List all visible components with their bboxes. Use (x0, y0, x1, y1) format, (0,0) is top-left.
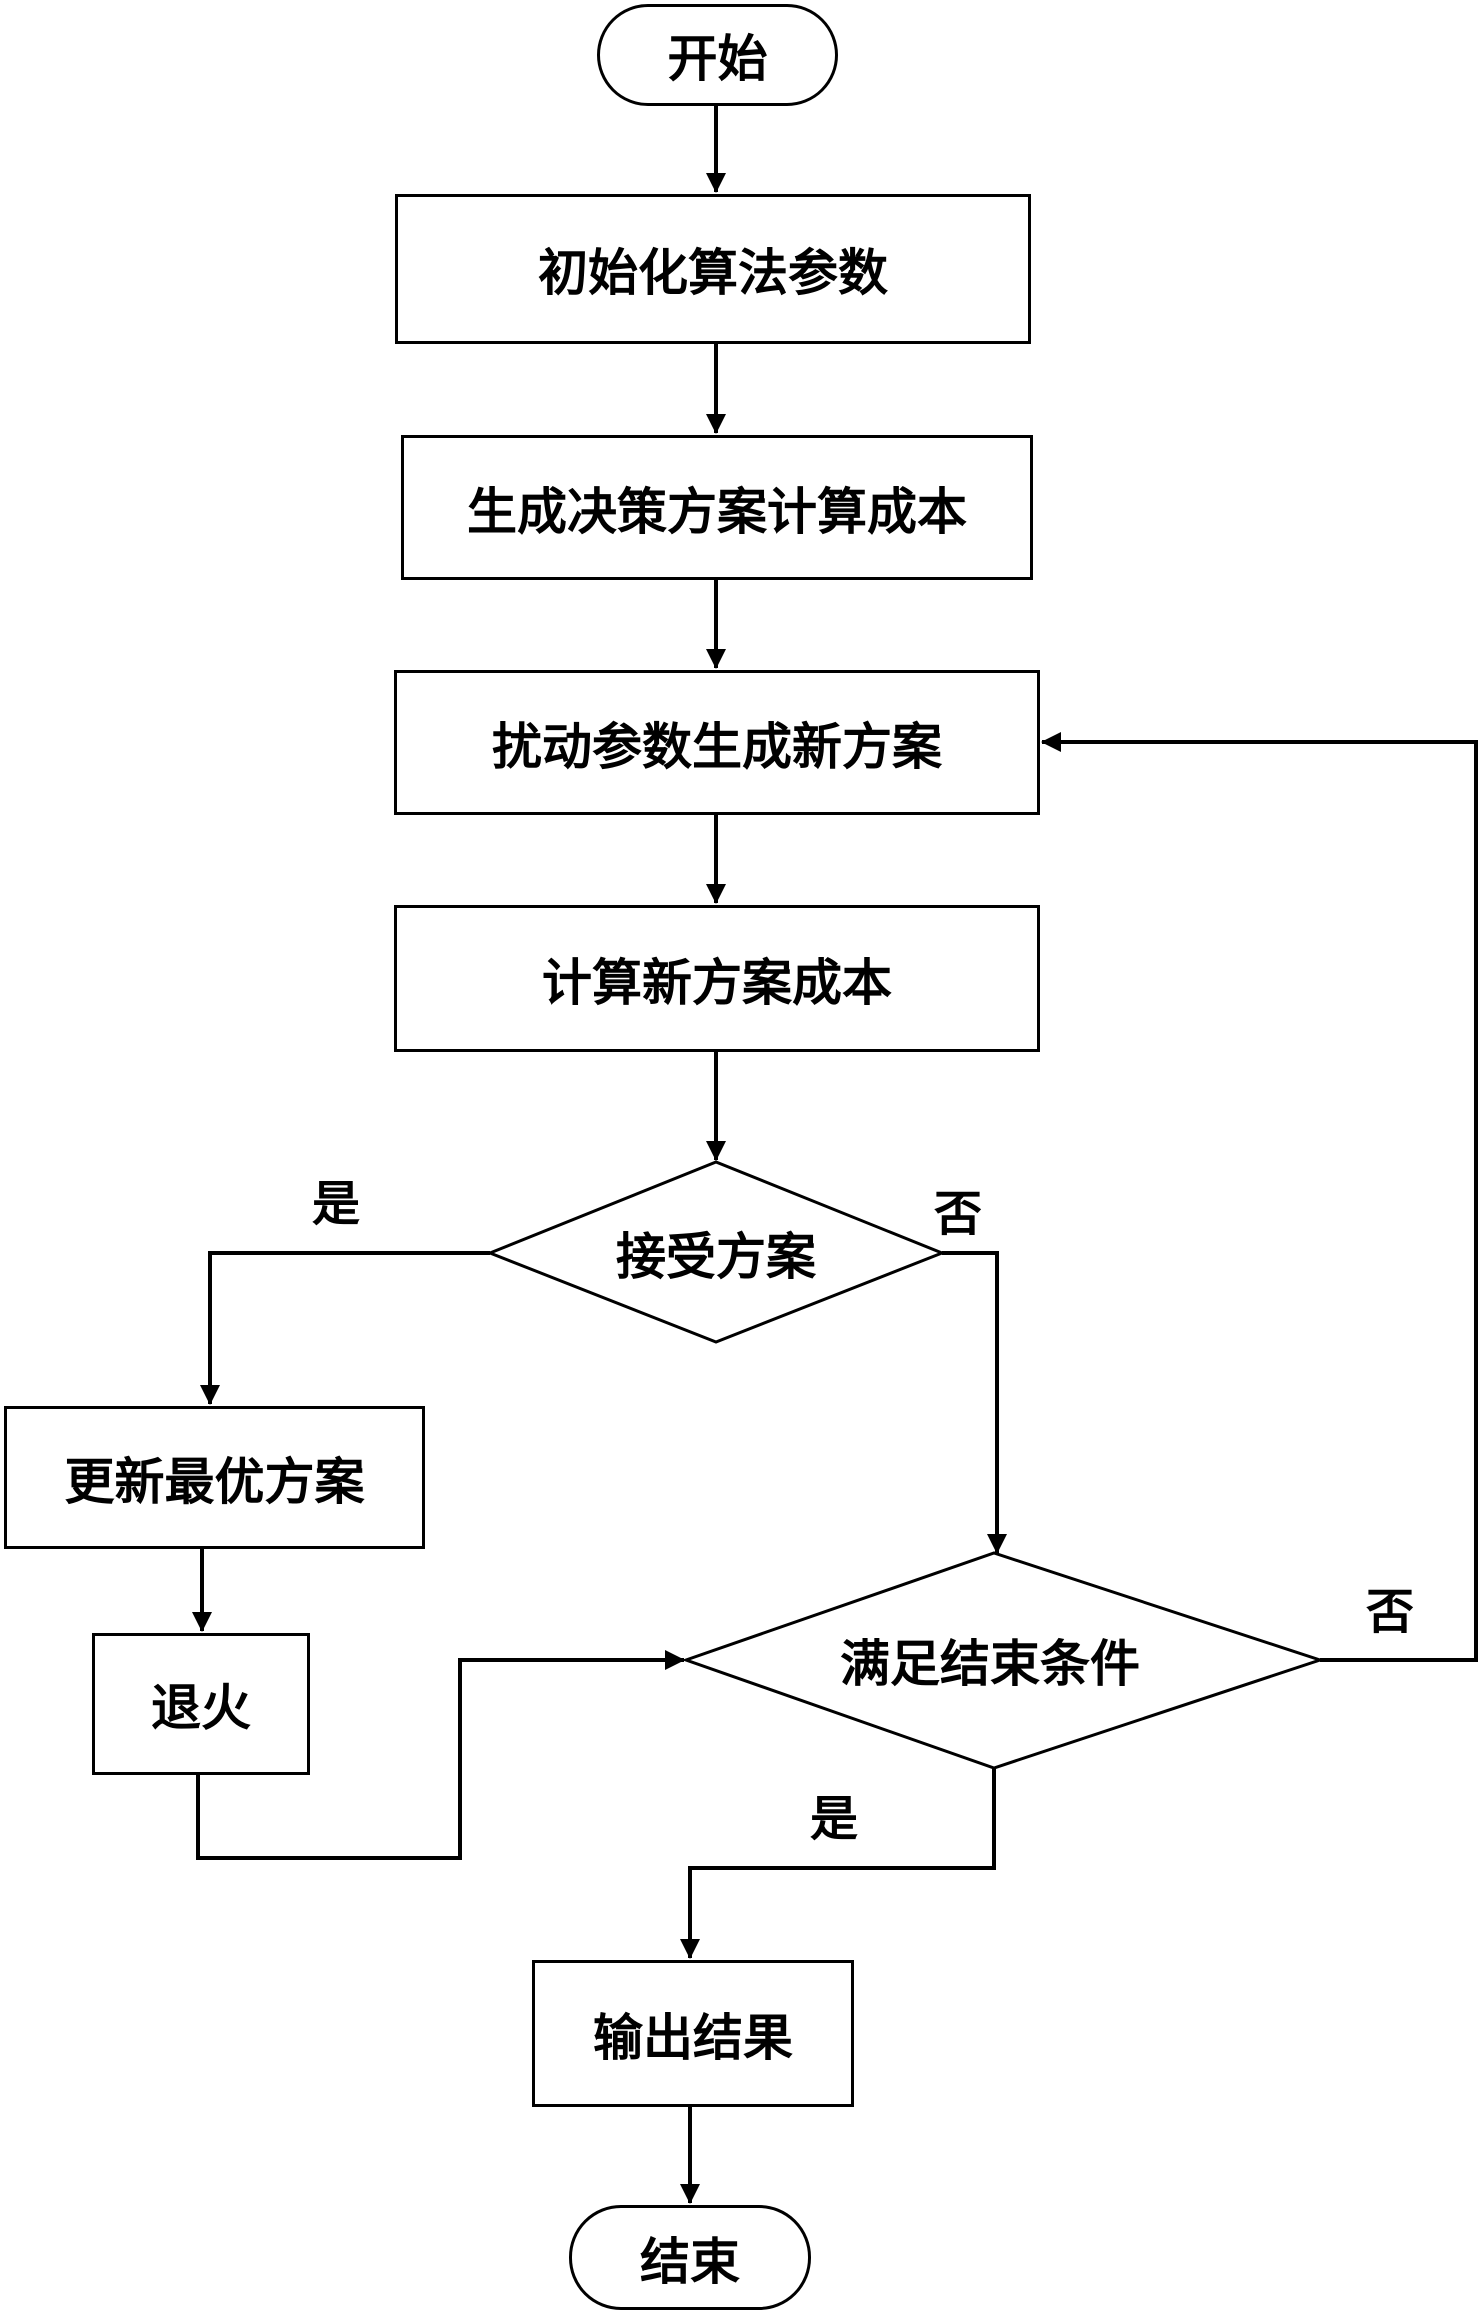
accept-no-label: 否 (934, 1186, 983, 1242)
compute-cost-box: 计算新方案成本 (394, 905, 1040, 1052)
satisfy-no-label: 否 (1366, 1584, 1415, 1640)
start-label: 开始 (667, 29, 768, 88)
accept-decision-label: 接受方案 (616, 1227, 816, 1286)
start-terminal: 开始 (597, 4, 838, 106)
accept-yes-label: 是 (312, 1176, 361, 1232)
output-result-label: 输出结果 (593, 2007, 793, 2067)
generate-plan-box: 生成决策方案计算成本 (401, 435, 1033, 580)
arrow-satisfy-no (1041, 732, 1478, 1662)
arrow-accept-no (942, 1251, 1007, 1554)
generate-plan-label: 生成决策方案计算成本 (467, 481, 967, 541)
satisfy-yes-label: 是 (810, 1791, 859, 1847)
init-params-label: 初始化算法参数 (538, 243, 888, 302)
accept-diamond-shape (485, 1160, 947, 1344)
satisfy-decision-label: 满足结束条件 (840, 1634, 1140, 1693)
output-result-box: 输出结果 (532, 1960, 854, 2107)
anneal-box: 退火 (92, 1633, 310, 1775)
accept-decision: 接受方案 (560, 1213, 872, 1293)
perturb-params-label: 扰动参数生成新方案 (492, 716, 942, 776)
end-terminal: 结束 (569, 2205, 811, 2310)
end-label: 结束 (640, 2231, 740, 2291)
satisfy-diamond-shape (681, 1551, 1325, 1770)
perturb-params-box: 扰动参数生成新方案 (394, 670, 1040, 815)
arrow-accept-yes (200, 1251, 490, 1405)
update-best-label: 更新最优方案 (64, 1451, 365, 1511)
arrow-satisfy-yes (680, 1768, 996, 1959)
update-best-box: 更新最优方案 (4, 1406, 425, 1549)
arrow-anneal-to-satisfy (196, 1650, 685, 1860)
compute-cost-label: 计算新方案成本 (542, 952, 892, 1012)
satisfy-decision: 满足结束条件 (790, 1620, 1190, 1700)
anneal-label: 退火 (151, 1678, 251, 1737)
init-params-box: 初始化算法参数 (395, 194, 1031, 344)
